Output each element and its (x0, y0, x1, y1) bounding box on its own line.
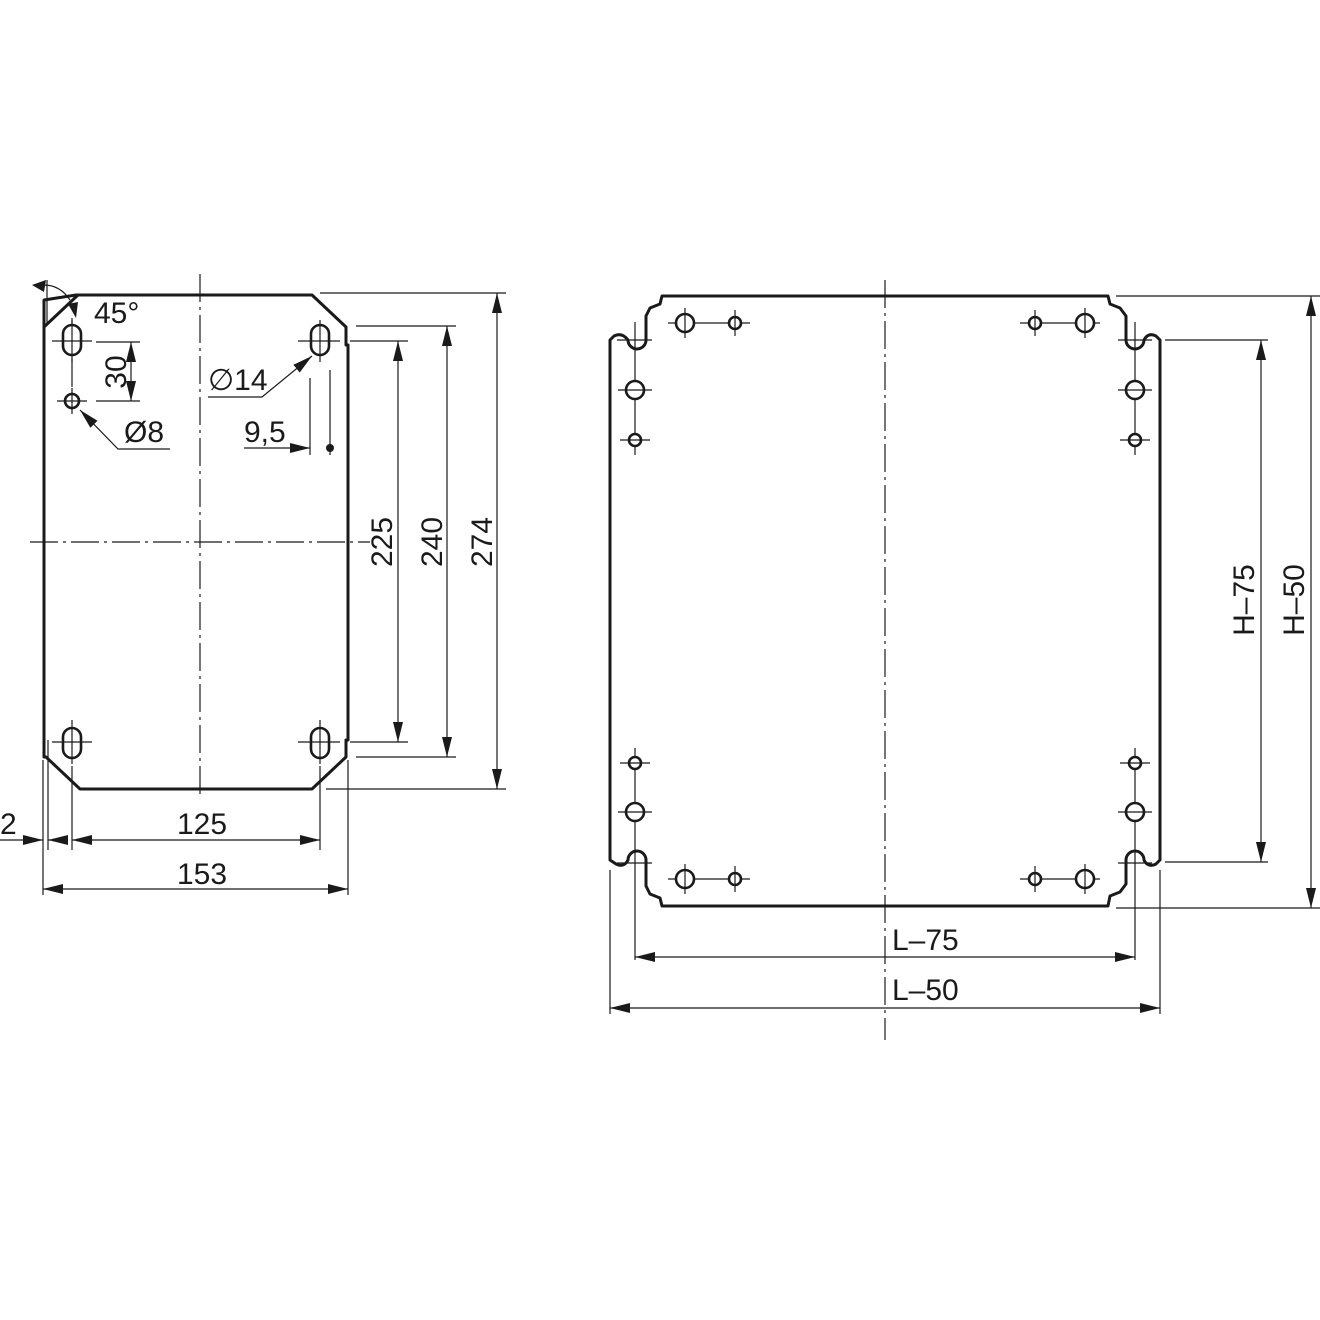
slot-diameter-label: ∅14 (208, 364, 268, 397)
width-125-label: 125 (177, 808, 227, 841)
slot-hole-bottom-right (298, 720, 340, 764)
angle-label: 45° (94, 297, 139, 330)
hole-column-left-top (617, 322, 652, 455)
edge-offset-label: 9,5 (244, 416, 286, 449)
small-hole-diameter-label: Ø8 (124, 416, 164, 449)
slot-hole-bottom-left (52, 720, 92, 764)
left-plate-view: 45° 30 Ø8 ∅14 9,5 225 240 274 (0, 274, 506, 895)
left-plate-outline (42, 293, 350, 791)
hole-column-left-bottom (617, 748, 652, 960)
slot-spacing-label: 30 (100, 355, 133, 388)
hole-row-bottom-left (668, 864, 750, 894)
right-plate-view: L–75 L–50 H–75 H–50 (608, 280, 1320, 1040)
slot-hole-top-right (298, 320, 340, 362)
hole-row-bottom-right (1020, 864, 1100, 894)
height-240-label: 240 (416, 517, 449, 567)
width-153-label: 153 (177, 858, 227, 891)
height-225-label: 225 (366, 517, 399, 567)
hole-column-right-bottom (1118, 748, 1152, 960)
width-l50-label: L–50 (892, 974, 959, 1007)
slot-hole-top-left (52, 320, 92, 362)
width-l75-label: L–75 (892, 924, 959, 957)
height-h75-label: H–75 (1228, 564, 1261, 636)
height-h50-label: H–50 (1278, 564, 1311, 636)
hole-row-top-right (1020, 308, 1100, 338)
hole-column-right-top (1118, 322, 1152, 455)
margin-2-label: 2 (0, 808, 17, 841)
height-274-label: 274 (466, 517, 499, 567)
hole-row-top-left (668, 308, 750, 338)
small-hole-8 (57, 388, 87, 414)
